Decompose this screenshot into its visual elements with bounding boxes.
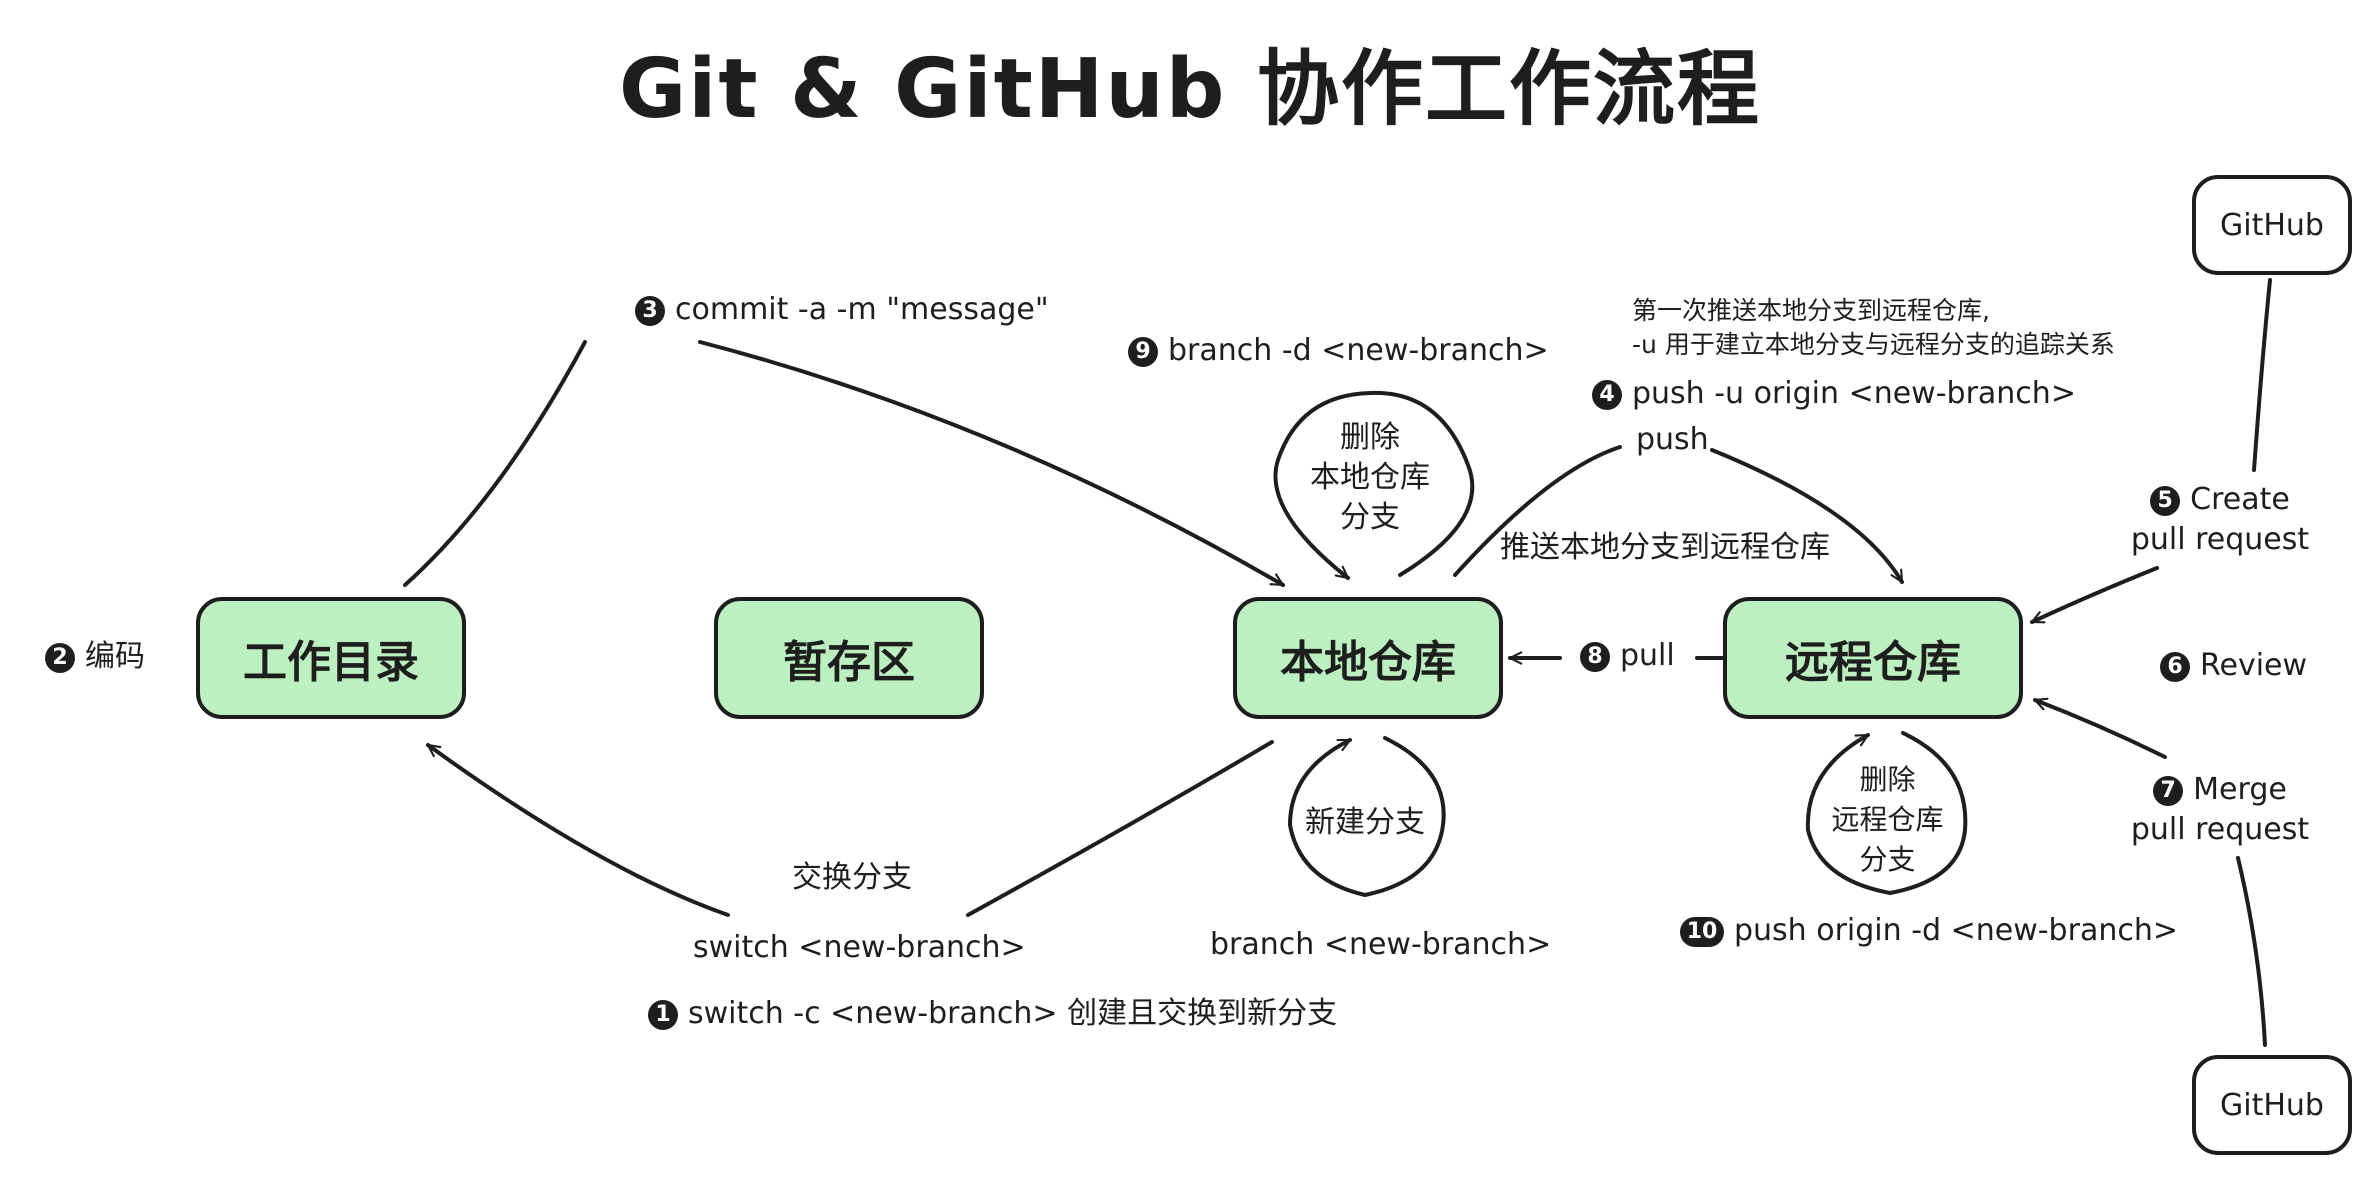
delete-local-line-1: 删除 (1340, 420, 1400, 455)
step-3-label: 3 commit -a -m "message" (635, 292, 1049, 328)
delete-remote-line-2: 远程仓库 (1831, 803, 1944, 836)
node-remote-repository[interactable]: 远程仓库 (1723, 597, 2023, 719)
node-staging-area[interactable]: 暂存区 (714, 597, 984, 719)
new-branch-text: 新建分支 (1305, 805, 1425, 840)
step-2-badge: 2 (45, 643, 75, 673)
step-4-badge: 4 (1592, 380, 1622, 410)
push-arrow-left-segment (1453, 445, 1622, 577)
step-10-text: push origin -d <new-branch> (1734, 913, 2178, 948)
push-note: 第一次推送本地分支到远程仓库, -u 用于建立本地分支与远程分支的追踪关系 (1632, 294, 2115, 362)
delete-local-line-2: 本地仓库 (1310, 460, 1430, 495)
node-working-directory[interactable]: 工作目录 (196, 597, 466, 719)
step-7-label: 7 Merge pull request (2130, 770, 2310, 850)
step-4-text: push -u origin <new-branch> (1632, 376, 2076, 411)
new-branch-loop (1287, 736, 1446, 898)
step-3-text: commit -a -m "message" (675, 292, 1049, 327)
step-8-badge: 8 (1580, 642, 1610, 672)
page-title: Git & GitHub 协作工作流程 (618, 42, 1762, 137)
step-9-text: branch -d <new-branch> (1168, 333, 1549, 368)
push-note-line-1: 第一次推送本地分支到远程仓库, (1632, 296, 1990, 325)
node-local-repository[interactable]: 本地仓库 (1233, 597, 1503, 719)
delete-remote-branch-loop (1805, 731, 1968, 896)
github-bottom-connector (2236, 856, 2267, 1047)
node-github-top[interactable]: GitHub (2192, 175, 2352, 275)
node-remote-repository-label: 远程仓库 (1785, 637, 1961, 688)
delete-remote-line-1: 删除 (1859, 763, 1916, 796)
switch-arrow-right-segment (966, 740, 1274, 917)
commit-arrow-left-segment (403, 340, 587, 587)
push-arrow-right-segment (1710, 448, 1904, 582)
switch-command: switch <new-branch> (693, 930, 1026, 965)
step-6-label: 6 Review (2160, 648, 2307, 684)
node-local-repository-label: 本地仓库 (1280, 637, 1456, 688)
node-working-directory-label: 工作目录 (243, 637, 419, 688)
step-10-badge-suffix: 0 (1702, 919, 1718, 944)
push-note-line-2: -u 用于建立本地分支与远程分支的追踪关系 (1632, 330, 2115, 359)
step-1-label: 1 switch -c <new-branch> 创建且交换到新分支 (648, 996, 1337, 1032)
delete-local-line-3: 分支 (1340, 500, 1400, 535)
commit-arrow-right-segment (698, 340, 1283, 587)
step-9-label: 9 branch -d <new-branch> (1128, 333, 1549, 369)
step-4-label: 4 push -u origin <new-branch> (1592, 376, 2076, 412)
delete-remote-branch-text: 删除 远程仓库 分支 (1820, 760, 1955, 880)
step-2-label: 2 编码 (45, 639, 145, 675)
node-github-bottom-label: GitHub (2220, 1087, 2324, 1123)
step-1-badge: 1 (648, 1000, 678, 1030)
delete-local-branch-loop (1273, 390, 1475, 580)
step-7-line-2: pull request (2130, 812, 2310, 847)
push-description: 推送本地分支到远程仓库 (1500, 530, 1830, 565)
merge-pr-arrow (2035, 700, 2167, 759)
switch-arrow-left-segment (426, 743, 730, 917)
step-10-badge: 10 (1680, 917, 1724, 947)
node-staging-area-label: 暂存区 (783, 637, 915, 688)
branch-command: branch <new-branch> (1210, 927, 1552, 962)
step-7-badge: 7 (2153, 776, 2184, 806)
step-5-label: 5 Create pull request (2130, 480, 2310, 560)
step-10-badge-digit: 1 (1686, 919, 1702, 944)
step-1-text: switch -c <new-branch> 创建且交换到新分支 (688, 996, 1338, 1031)
push-label: push (1636, 422, 1709, 457)
create-pr-arrow (2032, 566, 2159, 624)
step-6-text: Review (2200, 648, 2308, 683)
delete-remote-line-3: 分支 (1859, 843, 1916, 876)
step-8-label: 8 pull (1580, 638, 1675, 674)
step-5-badge: 5 (2150, 486, 2181, 516)
step-7-line-1: Merge (2193, 772, 2287, 807)
node-github-top-label: GitHub (2220, 207, 2324, 243)
step-3-badge: 3 (635, 296, 665, 326)
step-2-text: 编码 (85, 639, 145, 674)
step-5-line-2: pull request (2130, 522, 2310, 557)
step-8-text: pull (1620, 638, 1675, 673)
step-9-badge: 9 (1128, 337, 1158, 367)
step-10-label: 10 push origin -d <new-branch> (1680, 913, 2178, 949)
switch-description: 交换分支 (792, 860, 912, 895)
node-github-bottom[interactable]: GitHub (2192, 1055, 2352, 1155)
delete-local-branch-text: 删除 本地仓库 分支 (1300, 418, 1440, 538)
step-6-badge: 6 (2160, 652, 2190, 682)
github-top-connector (2252, 278, 2272, 472)
step-5-line-1: Create (2190, 482, 2290, 517)
